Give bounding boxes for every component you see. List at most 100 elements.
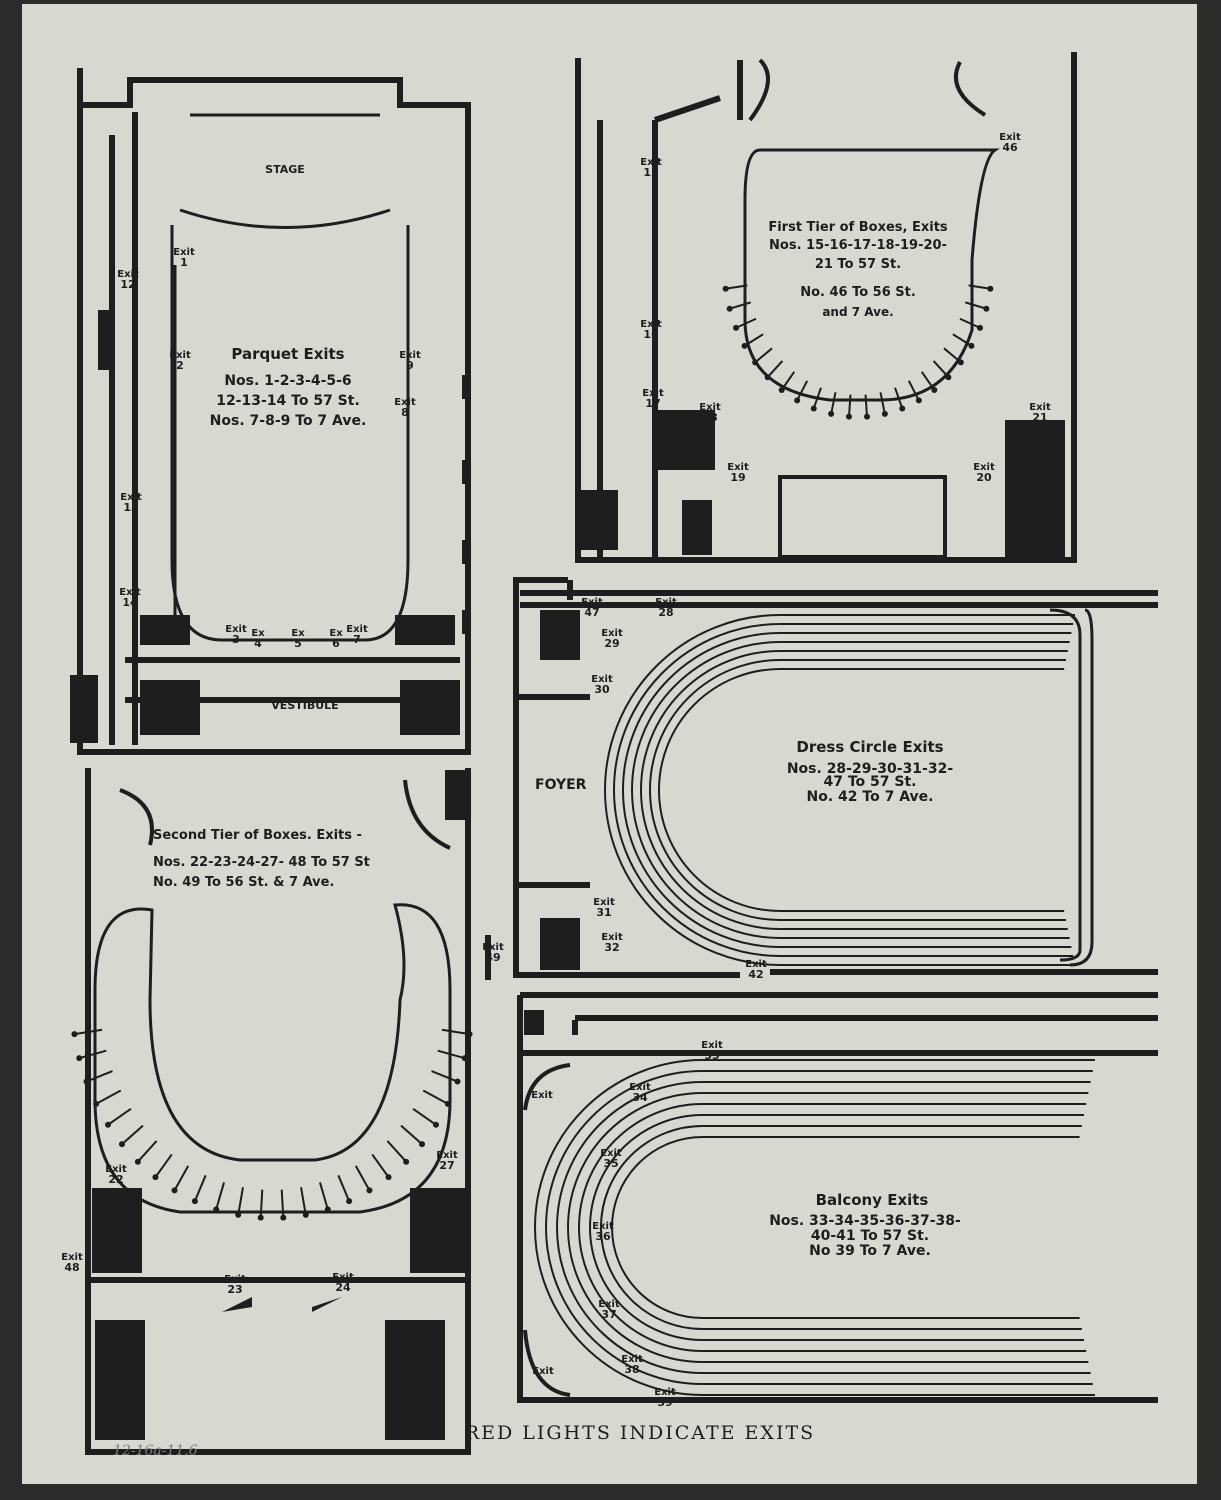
exit-word: Exit [727, 462, 749, 473]
exit-word: Exit [701, 1040, 723, 1051]
balcony-row [567, 1092, 1089, 1363]
exit-number: 33 [704, 1049, 719, 1062]
first-tier-title: First Tier of Boxes, Exits [768, 220, 948, 235]
balcony-row [534, 1059, 1095, 1396]
balcony-row [600, 1125, 1082, 1330]
first-tier-box-end [741, 342, 748, 349]
exit-word: Exit [640, 319, 662, 330]
first-tier-box-end [864, 413, 871, 420]
exit-word: Exit [592, 1221, 614, 1232]
exit-word: Exit [532, 1366, 554, 1377]
exit-number: 16 [643, 328, 659, 341]
exit-word: Exit [640, 157, 662, 168]
exit-word: Exit [598, 1299, 620, 1310]
exit-number: 13 [123, 501, 138, 514]
first-tier-box [907, 380, 920, 401]
balcony-line2: 40-41 To 57 St. [811, 1228, 929, 1244]
second-tier-box-end [419, 1141, 426, 1148]
second-tier-box-end [213, 1206, 220, 1213]
exit-word: Exit [629, 1082, 651, 1093]
exit-number: 39 [657, 1396, 672, 1409]
second-tier-box-end [83, 1078, 90, 1085]
dress-circle-row [631, 641, 1070, 939]
balcony-row [611, 1136, 1080, 1319]
dress-circle-line3: No. 42 To 7 Ave. [807, 789, 934, 805]
second-tier-box-end [118, 1141, 125, 1148]
second-tier-line2: No. 49 To 56 St. & 7 Ave. [153, 875, 334, 890]
first-tier-box [796, 380, 809, 401]
first-tier-box-end [726, 305, 733, 312]
exit-word: Exit [621, 1354, 643, 1365]
first-tier-box [864, 394, 869, 417]
second-tier-box [154, 1153, 173, 1178]
exit-number: 47 [584, 606, 599, 619]
exit-word: Ex [251, 628, 265, 639]
exit-word: Exit [225, 624, 247, 635]
balcony-line3: No 39 To 7 Ave. [809, 1243, 931, 1259]
first-tier-box [766, 360, 784, 378]
balcony-exit: Exit [531, 1090, 553, 1101]
first-tier-box [830, 392, 837, 415]
second-tier-box [412, 1107, 437, 1126]
exit-number: 29 [604, 637, 619, 650]
second-tier-box-end [385, 1174, 392, 1181]
second-tier-line1: Nos. 22-23-24-27- 48 To 57 St [153, 855, 370, 870]
second-tier-box [386, 1140, 407, 1163]
exit-word: Exit [169, 350, 191, 361]
balcony-plan: Balcony Exits Nos. 33-34-35-36-37-38- 40… [517, 992, 1158, 1403]
exit-number: 36 [595, 1230, 611, 1243]
exit-word: Exit [173, 247, 195, 258]
first-tier-box [729, 301, 752, 310]
parquet-plan: STAGE VESTIBULE Parquet Exits Nos. 1-2-3… [70, 68, 471, 755]
second-tier-box [215, 1182, 225, 1210]
exit-number: 35 [603, 1157, 618, 1170]
exit-word: Exit [654, 1387, 676, 1398]
second-tier-box-end [152, 1174, 159, 1181]
exit-number: 42 [748, 968, 763, 981]
first-tier-box-end [828, 410, 835, 417]
second-tier-box [237, 1187, 244, 1216]
second-tier-box [137, 1140, 158, 1163]
exit-word: Exit [436, 1150, 458, 1161]
first-tier-box [735, 317, 757, 329]
exit-word: Exit [120, 492, 142, 503]
dress-circle-line1: Nos. 28-29-30-31-32- [787, 761, 954, 777]
exit-word: Exit [224, 1274, 246, 1285]
exit-word: Exit [531, 1090, 553, 1101]
exit-word: Exit [105, 1164, 127, 1175]
first-tier-line3: No. 46 To 56 St. [800, 285, 916, 300]
first-tier-box-end [983, 305, 990, 312]
second-tier-box-end [444, 1100, 451, 1107]
parquet-line1: Nos. 1-2-3-4-5-6 [224, 373, 351, 389]
second-tier-box-end [302, 1211, 309, 1218]
parquet-exit: Ex5 [291, 628, 305, 650]
second-tier-box [74, 1028, 103, 1036]
first-tier-box [879, 392, 886, 415]
second-tier-box-end [105, 1121, 112, 1128]
exit-number: 4 [254, 637, 262, 650]
balcony-line1: Nos. 33-34-35-36-37-38- [769, 1213, 961, 1229]
second-tier-box [422, 1089, 449, 1105]
second-tier-box-end [191, 1198, 198, 1205]
first-tier-box [754, 347, 773, 364]
exit-word: Exit [601, 932, 623, 943]
parquet-line3: Nos. 7-8-9 To 7 Ave. [210, 413, 367, 429]
first-tier-box [968, 284, 991, 290]
exit-word: Exit [745, 959, 767, 970]
exit-number: 49 [485, 951, 500, 964]
dress-circle-row [604, 614, 1075, 966]
dress-circle-row [613, 623, 1074, 957]
